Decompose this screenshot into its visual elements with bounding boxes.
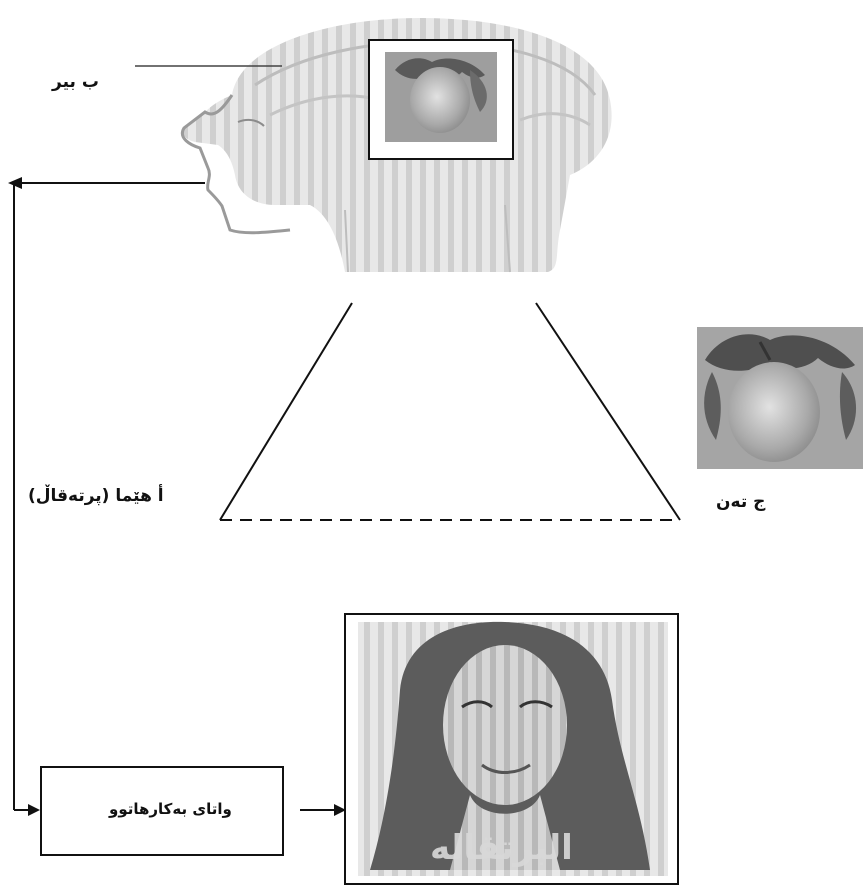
semiotic-triangle (219, 302, 681, 521)
woman-caption: البرتقالە (430, 828, 573, 868)
woman-portrait-icon (358, 621, 668, 876)
thought-label: ب بیر (52, 72, 99, 92)
referent-label: ج تەن (716, 492, 766, 512)
mouth-to-left-arrow (8, 177, 205, 816)
usage-box: واتای بەکارهاتوو (40, 766, 284, 856)
orange-fruit-large-icon (697, 327, 863, 469)
usage-box-label: واتای بەکارهاتوو (109, 800, 232, 818)
orange-fruit-small-icon (385, 52, 497, 142)
symbol-label: أ هێما (پرتەقاڵ) (28, 486, 164, 506)
usage-to-photo-arrow (300, 804, 346, 816)
